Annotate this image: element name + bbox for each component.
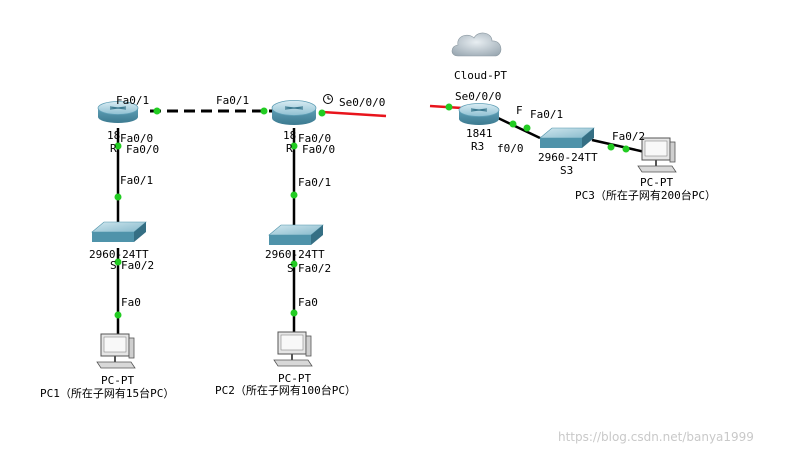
port-label-s1-fa0-1: Fa0/1 (120, 174, 153, 187)
port-label-pc1-fa0: Fa0 (121, 296, 141, 309)
r1-overlap-label: Fa0/0 (126, 143, 159, 156)
s3-model-label: 2960-24TT (538, 151, 598, 164)
pc-pc1[interactable] (96, 333, 136, 369)
pc2-caption: PC2（所在子网有100台PC） (215, 383, 356, 397)
port-label-r2-se0-0-0: Se0/0/0 (339, 96, 385, 109)
pc2-model-label: PC-PT (278, 372, 311, 385)
switch-icon (268, 224, 324, 245)
s1-name-label: S (110, 259, 117, 272)
r3-model-label: 1841 (466, 127, 493, 140)
pc-pc3[interactable] (637, 137, 677, 173)
link-r2-cloud-serial (321, 110, 387, 118)
switch-icon (539, 127, 595, 148)
r2-overlap-label: Fa0/0 (302, 143, 335, 156)
port-label-pc2-fa0: Fa0 (298, 296, 318, 309)
s3-name-label: S3 (560, 164, 573, 177)
port-label-r1-fa0-1: Fa0/1 (116, 94, 149, 107)
watermark: https://blog.csdn.net/banya1999 (558, 430, 754, 444)
r3-name-label: R3 (471, 140, 484, 153)
port-label-s3-fa0-2: Fa0/2 (612, 130, 645, 143)
link-status-dots (114, 103, 630, 319)
port-label-s3-fa0-1: Fa0/1 (530, 108, 563, 121)
pc-icon (96, 333, 136, 369)
port-label-s2-fa0-1: Fa0/1 (298, 176, 331, 189)
s2-model-label: 2960-24TT (265, 248, 325, 261)
pc3-model-label: PC-PT (640, 176, 673, 189)
port-label-r2-fa0-1: Fa0/1 (216, 94, 249, 107)
pc1-caption: PC1（所在子网有15台PC） (40, 386, 174, 400)
pc-icon (637, 137, 677, 173)
pc1-model-label: PC-PT (101, 374, 134, 387)
switch-s2[interactable] (268, 224, 324, 245)
pc-pc2[interactable] (273, 331, 313, 367)
cloud-pt[interactable] (451, 32, 502, 57)
r2-model-label: 18 (283, 129, 296, 142)
port-label-r2-fa0-0: Fa0/0 (298, 132, 331, 145)
switch-s1[interactable] (91, 221, 147, 242)
router-r3[interactable] (458, 103, 500, 126)
pc3-caption: PC3（所在子网有200台PC） (575, 188, 716, 202)
router-r2[interactable] (271, 100, 317, 126)
port-label-s1-fa0-2: Fa0/2 (121, 259, 154, 272)
port-label-r3-partial: F (516, 104, 523, 117)
pc-icon (273, 331, 313, 367)
port-label-r3-f0-0: f0/0 (497, 142, 524, 155)
r1-name-label: R (110, 142, 117, 155)
link-s3-pc3 (591, 138, 646, 154)
switch-s3[interactable] (539, 127, 595, 148)
port-label-r1-fa0-0: Fa0/0 (120, 132, 153, 145)
cloud-icon (451, 32, 502, 57)
link-r3-s3 (497, 116, 541, 140)
router-r1[interactable] (97, 101, 139, 124)
switch-icon (91, 221, 147, 242)
port-label-r3-se0-0-0: Se0/0/0 (455, 90, 501, 103)
clock-icon (323, 94, 333, 104)
s1-model-label: 2960-24TT (89, 248, 149, 261)
s2-name-label: S (287, 262, 294, 275)
cloud-name-label: Cloud-PT (454, 69, 507, 82)
r2-name-label: R (286, 142, 293, 155)
port-label-s2-fa0-2: Fa0/2 (298, 262, 331, 275)
r1-model-label: 18 (107, 129, 120, 142)
